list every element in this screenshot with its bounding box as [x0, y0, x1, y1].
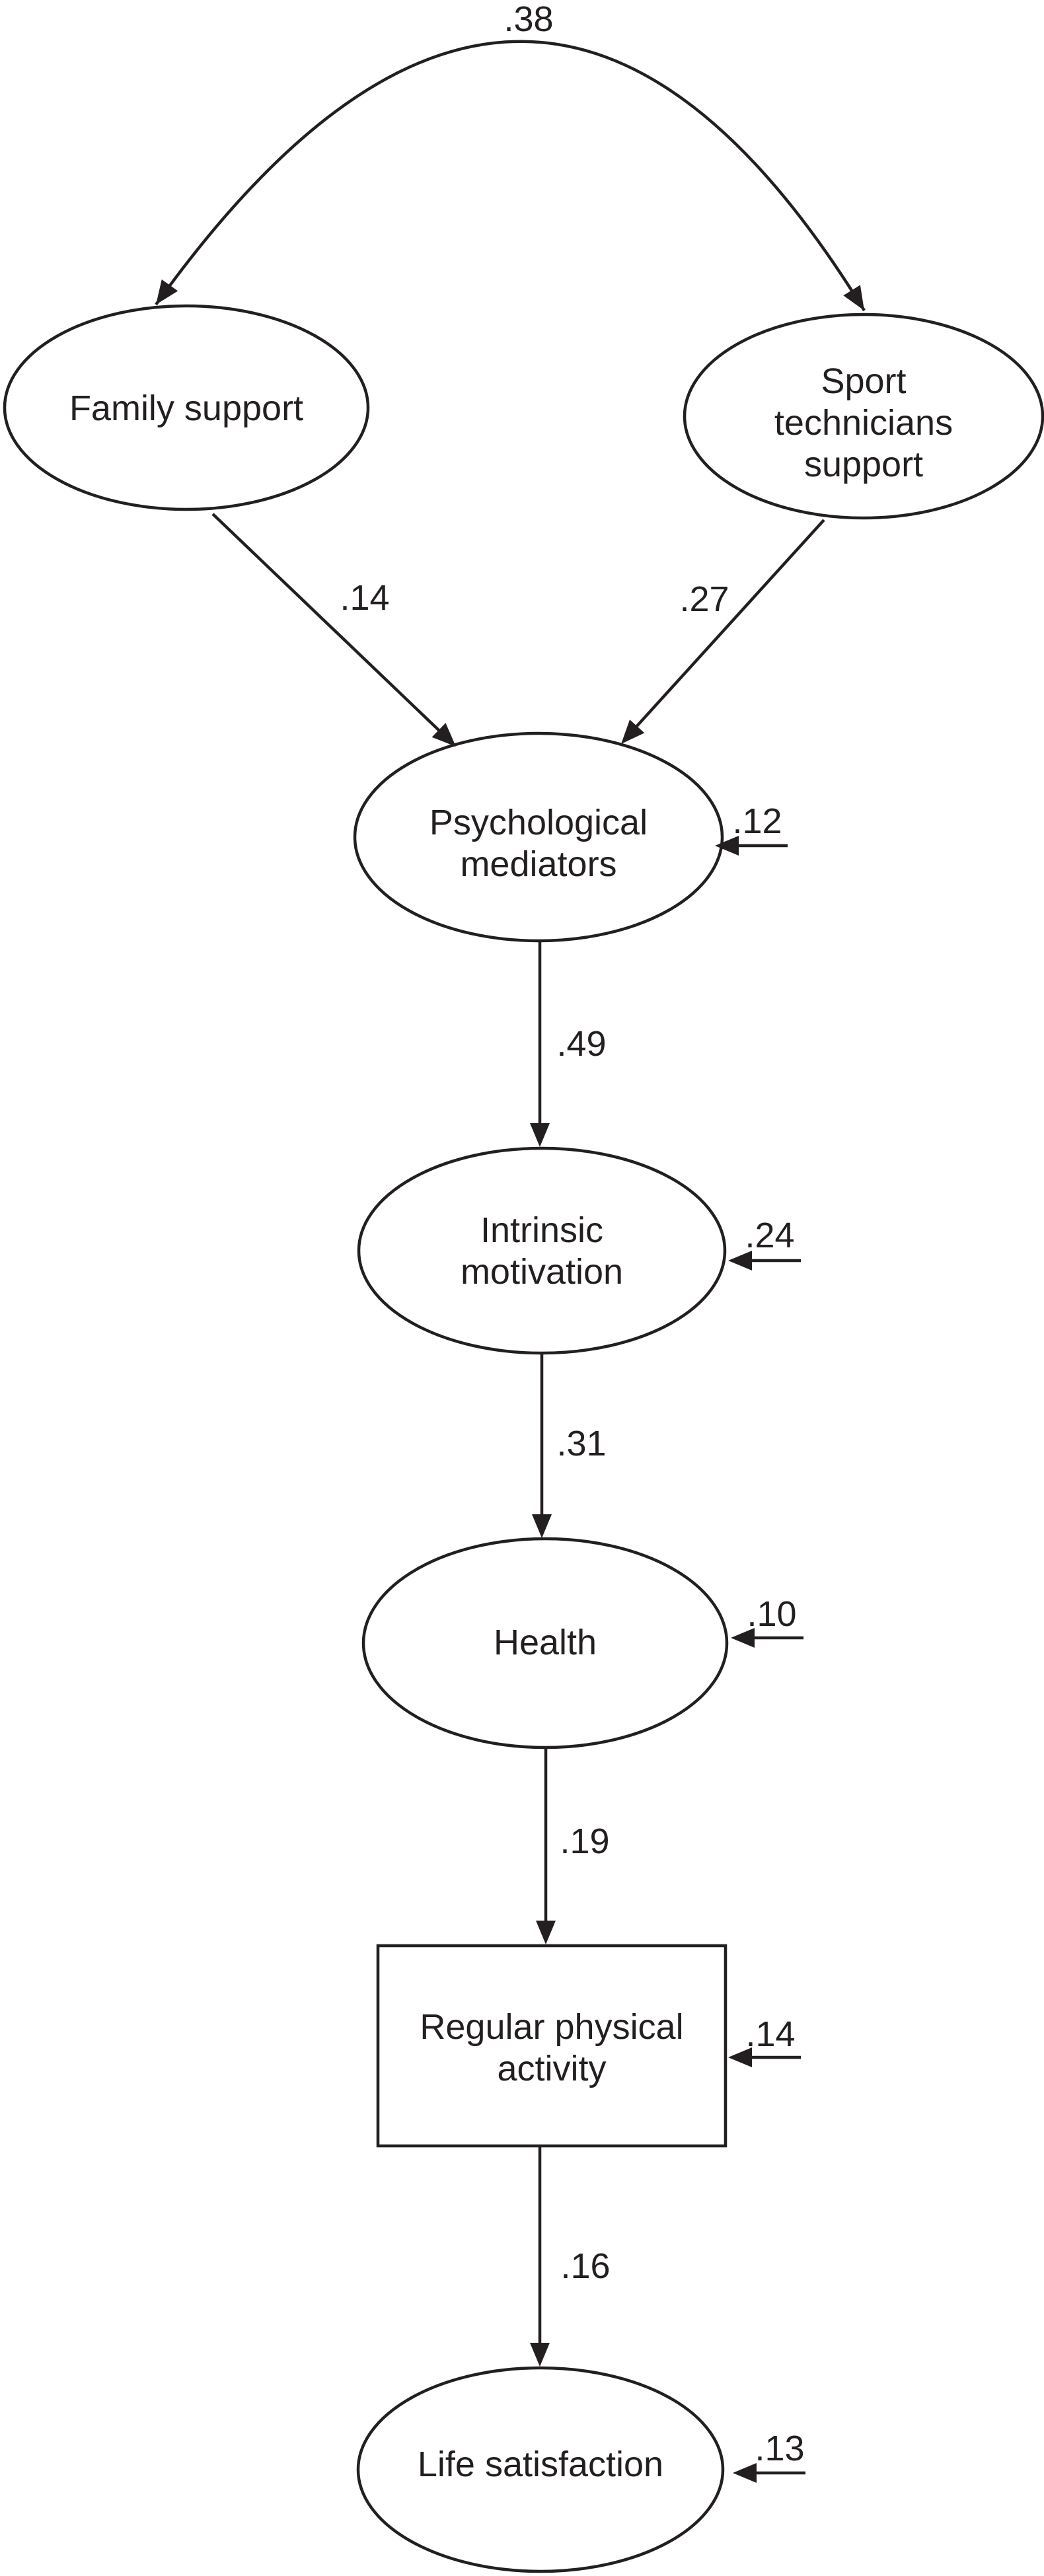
residual-value-label: .24	[745, 1216, 794, 1255]
arrowhead-icon	[530, 2343, 550, 2367]
node-sport-technicians-support-ellipse	[683, 313, 1044, 520]
residual-arrow-psychological-mediators: .12	[715, 801, 788, 856]
node-sport-technicians-support-label-line3: support	[804, 445, 923, 484]
arrowhead-icon	[530, 1123, 550, 1147]
node-family-support-ellipse	[3, 304, 370, 511]
residual-arrow-intrinsic-motivation: .24	[728, 1216, 801, 1270]
node-health-label: Health	[494, 1623, 597, 1662]
path-line	[211, 513, 441, 733]
residual-arrow-life-satisfaction: .13	[733, 2429, 805, 2483]
node-family-support: Family support	[3, 304, 370, 511]
arrowhead-icon	[536, 1921, 556, 1944]
path-coefficient-label: .19	[560, 1822, 609, 1861]
covariance-arrowhead-right-icon	[843, 285, 864, 311]
node-sport-technicians-support-label-line1: Sport	[821, 361, 906, 401]
edge-intrinsic-to-health: .31	[532, 1353, 607, 1538]
residual-arrowhead-icon	[728, 2047, 752, 2067]
residual-arrow-regular-physical-activity: .14	[728, 2014, 801, 2067]
path-coefficient-label: .49	[556, 1024, 606, 1064]
covariance-arrowhead-left-icon	[156, 279, 178, 305]
covariance-coefficient-label: .38	[503, 0, 553, 39]
path-coefficient-label: .27	[679, 579, 729, 619]
edge-covariance-family-sport: .38	[155, 0, 866, 312]
node-psychological-mediators-label-line2: mediators	[460, 844, 616, 884]
node-intrinsic-motivation-label-line2: motivation	[461, 1252, 623, 1292]
node-health: Health	[361, 1537, 729, 1749]
node-regular-physical-activity-label-line2: activity	[497, 2049, 606, 2088]
path-coefficient-label: .31	[556, 1424, 606, 1463]
residual-arrow-health: .10	[731, 1594, 803, 1648]
node-family-support-label: Family support	[69, 388, 303, 428]
node-regular-physical-activity: Regular physical activity	[376, 1944, 727, 2148]
node-regular-physical-activity-label-line1: Regular physical	[420, 2007, 683, 2047]
node-sport-technicians-support: Sport technicians support	[683, 313, 1044, 520]
node-intrinsic-motivation-ellipse	[357, 1146, 727, 1355]
edge-activity-to-life: .16	[530, 2146, 611, 2367]
residual-arrowhead-icon	[733, 2463, 757, 2483]
residual-arrowhead-icon	[731, 1628, 755, 1648]
node-life-satisfaction-ellipse	[356, 2366, 725, 2573]
edge-family-to-psychological: .14	[211, 513, 456, 747]
node-intrinsic-motivation-label-line1: Intrinsic	[480, 1210, 603, 1250]
node-intrinsic-motivation: Intrinsic motivation	[357, 1146, 727, 1355]
arrowhead-icon	[621, 719, 645, 744]
residual-arrowhead-icon	[728, 1251, 752, 1270]
residual-value-label: .13	[755, 2429, 804, 2468]
residual-value-label: .10	[747, 1594, 796, 1634]
covariance-arc	[155, 40, 866, 312]
residual-value-label: .12	[732, 801, 782, 841]
edge-psychological-to-intrinsic: .49	[530, 941, 607, 1147]
path-coefficient-label: .14	[340, 578, 389, 618]
node-health-ellipse	[361, 1537, 729, 1749]
residual-value-label: .14	[745, 2014, 795, 2054]
node-regular-physical-activity-rect	[376, 1944, 727, 2148]
node-psychological-mediators-ellipse	[353, 731, 724, 943]
node-life-satisfaction: Life satisfaction	[356, 2366, 725, 2573]
node-psychological-mediators: Psychological mediators	[353, 731, 724, 943]
node-sport-technicians-support-label-line2: technicians	[774, 403, 953, 443]
node-psychological-mediators-label-line1: Psychological	[429, 803, 648, 842]
residual-arrowhead-icon	[715, 836, 739, 856]
path-line	[634, 519, 825, 729]
arrowhead-icon	[532, 1514, 552, 1538]
edge-sport-to-psychological: .27	[621, 519, 825, 744]
edge-health-to-activity: .19	[536, 1748, 610, 1944]
node-life-satisfaction-label: Life satisfaction	[418, 2445, 663, 2484]
arrowhead-icon	[431, 723, 456, 747]
path-coefficient-label: .16	[560, 2246, 610, 2286]
